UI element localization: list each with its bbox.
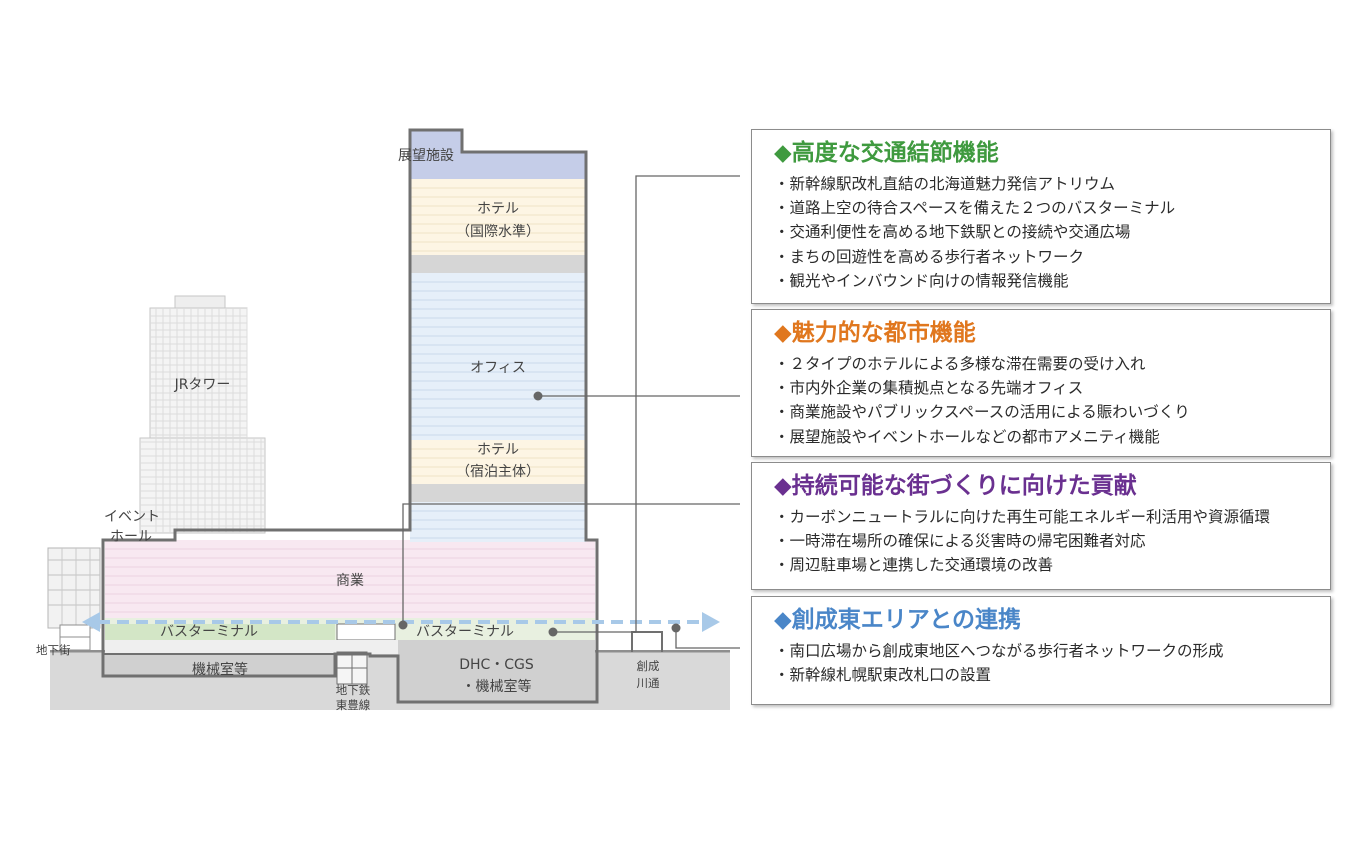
label-observatory: 展望施設 — [398, 148, 454, 164]
bus-terminal-marker-dot — [398, 620, 408, 630]
section-drawing — [47, 128, 751, 710]
panel-urban-functions-title: ◆魅力的な都市機能 — [774, 320, 976, 346]
list-item: 新幹線札幌駅東改札口の設置 — [774, 663, 1330, 687]
label-hotel-upper-sub: （国際水準） — [456, 224, 540, 240]
list-item: 商業施設やパブリックスペースの活用による賑わいづくり — [774, 400, 1330, 424]
leader-lines — [402, 175, 751, 649]
panel-urban-functions: ◆魅力的な都市機能 ２タイプのホテルによる多様な滞在需要の受け入れ 市内外企業の… — [751, 309, 1331, 457]
podium-commercial-floor — [105, 540, 595, 618]
tower-mechanical-floor-1 — [410, 255, 586, 273]
office-marker-dot — [533, 391, 543, 401]
panel-sustainability: ◆持続可能な街づくりに向けた貢献 カーボンニュートラルに向けた再生可能エネルギー… — [751, 462, 1331, 590]
label-hotel-lower-sub: （宿泊主体） — [456, 464, 540, 480]
label-event-hall-line2: ホール — [110, 529, 152, 545]
panel-sustainability-title: ◆持続可能な街づくりに向けた貢献 — [774, 473, 1137, 499]
tower-observatory-base — [410, 152, 586, 179]
label-bus-terminal-left: バスターミナル — [160, 624, 258, 640]
label-bus-terminal-right: バスターミナル — [416, 624, 514, 640]
left-neighbor-building — [47, 547, 101, 651]
building-outline — [101, 128, 599, 704]
label-underground-mall: 地下街 — [36, 643, 71, 657]
bus-terminal-left-band — [105, 624, 335, 640]
label-jr-tower: JRタワー — [174, 377, 231, 393]
label-dhc-line1: DHC・CGS — [459, 657, 534, 673]
tower-observatory-floor — [410, 130, 462, 156]
bus-terminal-void — [336, 623, 396, 641]
label-machine-room: 機械室等 — [192, 662, 248, 678]
panel-urban-functions-list: ２タイプのホテルによる多様な滞在需要の受け入れ 市内外企業の集積拠点となる先端オ… — [774, 352, 1330, 449]
list-item: 一時滞在場所の確保による災害時の帰宅困難者対応 — [774, 529, 1330, 553]
label-hotel-lower: ホテル — [477, 442, 519, 458]
label-subway-line2: 東豊線 — [335, 698, 371, 712]
label-dhc-line2: ・機械室等 — [461, 679, 532, 695]
building-section-diagram: 展望施設 ホテル （国際水準） オフィス ホテル （宿泊主体） JRタワー イベ… — [36, 128, 751, 712]
list-item: 交通利便性を高める地下鉄駅との接続や交通広場 — [774, 220, 1330, 244]
list-item: まちの回遊性を高める歩行者ネットワーク — [774, 245, 1330, 269]
panel-transport-hub-title: ◆高度な交通結節機能 — [774, 140, 999, 166]
sosei-marker-dot — [671, 623, 681, 633]
tower-mechanical-floor-2 — [410, 484, 586, 502]
label-office: オフィス — [470, 360, 526, 376]
panel-transport-hub: ◆高度な交通結節機能 新幹線駅改札直結の北海道魅力発信アトリウム 道路上空の待合… — [751, 129, 1331, 304]
list-item: 南口広場から創成東地区へつながる歩行者ネットワークの形成 — [774, 639, 1330, 663]
label-sosei-line2: 川通 — [636, 676, 660, 690]
jr-tower-silhouette — [139, 295, 266, 534]
list-item: ２タイプのホテルによる多様な滞在需要の受け入れ — [774, 352, 1330, 376]
basement-machine-room — [105, 654, 335, 676]
basement-dhc-block — [398, 640, 595, 702]
list-item: 市内外企業の集積拠点となる先端オフィス — [774, 376, 1330, 400]
list-item: 展望施設やイベントホールなどの都市アメニティ機能 — [774, 425, 1330, 449]
bus-terminal-right-marker-dot — [548, 627, 558, 637]
label-event-hall-line1: イベント — [104, 509, 160, 525]
label-commercial: 商業 — [336, 573, 364, 589]
list-item: 観光やインバウンド向けの情報発信機能 — [774, 269, 1330, 293]
tower-hotel-lower — [410, 440, 586, 484]
panel-sosei-east-title: ◆創成東エリアとの連携 — [774, 607, 1021, 633]
sosei-river-street-tunnel — [631, 631, 663, 652]
label-hotel-upper: ホテル — [477, 201, 519, 217]
tower-office-lower — [410, 502, 586, 542]
label-sosei-line1: 創成 — [636, 659, 660, 673]
list-item: 道路上空の待合スペースを備えた２つのバスターミナル — [774, 196, 1330, 220]
panel-sosei-east-list: 南口広場から創成東地区へつながる歩行者ネットワークの形成 新幹線札幌駅東改札口の… — [774, 639, 1330, 687]
tower-office — [410, 273, 586, 440]
list-item: 新幹線駅改札直結の北海道魅力発信アトリウム — [774, 172, 1330, 196]
label-subway-line1: 地下鉄 — [335, 683, 371, 697]
panel-sustainability-list: カーボンニュートラルに向けた再生可能エネルギー利活用や資源循環 一時滞在場所の確… — [774, 505, 1330, 578]
panel-sosei-east: ◆創成東エリアとの連携 南口広場から創成東地区へつながる歩行者ネットワークの形成… — [751, 596, 1331, 705]
list-item: 周辺駐車場と連携した交通環境の改善 — [774, 553, 1330, 577]
panel-transport-hub-list: 新幹線駅改札直結の北海道魅力発信アトリウム 道路上空の待合スペースを備えた２つの… — [774, 172, 1330, 293]
list-item: カーボンニュートラルに向けた再生可能エネルギー利活用や資源循環 — [774, 505, 1330, 529]
